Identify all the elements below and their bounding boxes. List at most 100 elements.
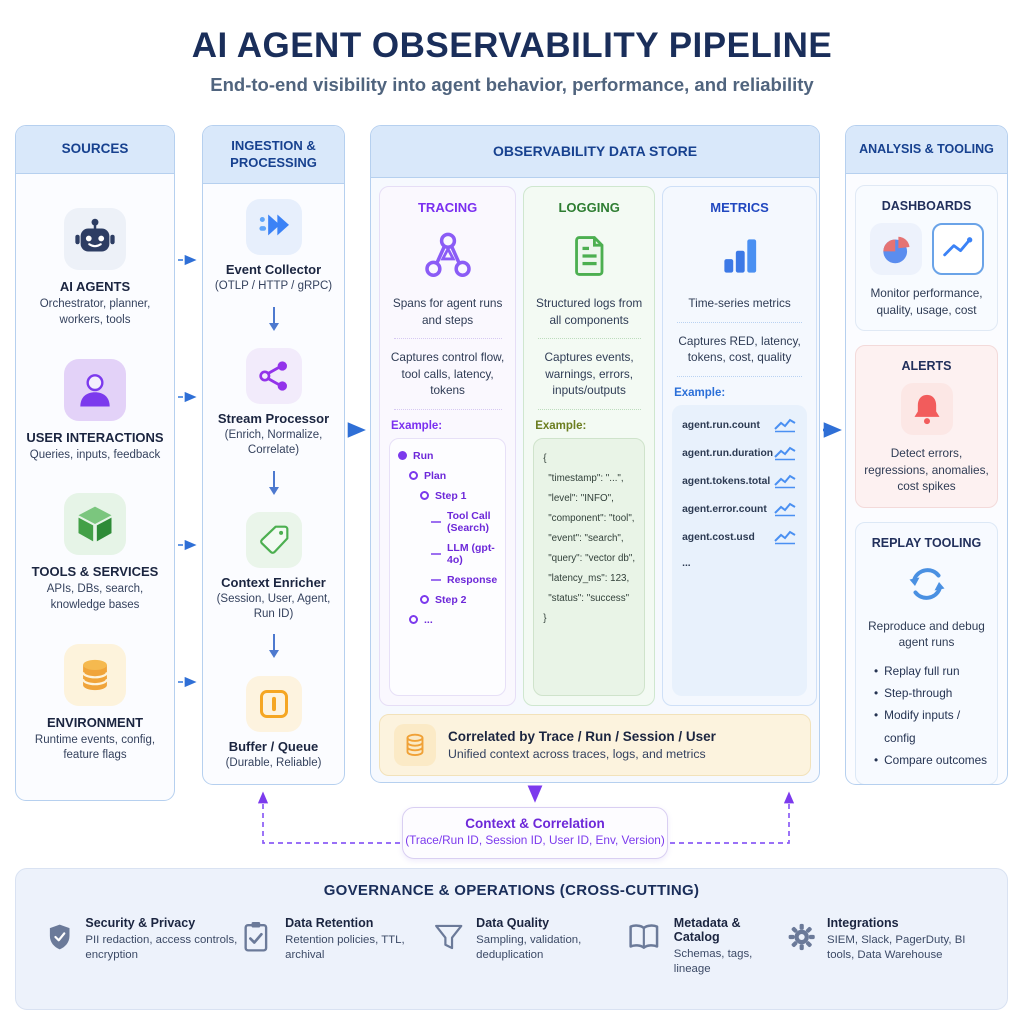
funnel-icon: [434, 924, 463, 950]
trace-span: Response: [398, 574, 497, 586]
bullet-item: •Step-through: [874, 682, 989, 704]
line-chart-icon: [931, 223, 984, 275]
sparkline-icon: [774, 446, 796, 460]
governance-section: GOVERNANCE & OPERATIONS (CROSS-CUTTING) …: [15, 868, 1008, 1010]
gov-integrations: Integrations SIEM, Slack, PagerDuty, BI …: [786, 916, 979, 978]
json-line: "level": "INFO",: [548, 492, 614, 504]
divider: [537, 338, 641, 340]
bell-icon: [900, 383, 953, 436]
alerts-desc: Detect errors, regressions, anomalies, c…: [864, 446, 989, 494]
step-desc: (OTLP / HTTP / gRPC): [214, 280, 333, 293]
gov-item-desc: Retention policies, TTL, archival: [285, 934, 405, 962]
replay-bullets: •Replay full run •Step-through •Modify i…: [874, 660, 989, 772]
logging-title: LOGGING: [558, 200, 620, 215]
correlation-bar: Correlated by Trace / Run / Session / Us…: [379, 714, 811, 776]
divider: [393, 338, 502, 340]
metrics-desc1: Time-series metrics: [688, 296, 791, 310]
logging-desc2: Captures events, warnings, errors, input…: [544, 350, 634, 398]
step-desc: (Session, User, Agent, Run ID): [216, 592, 331, 620]
source-ai-agents: AI AGENTS Orchestrator, planner, workers…: [22, 208, 168, 328]
metric-row: agent.cost.usd: [682, 530, 797, 545]
gov-item-desc: PII redaction, access controls, encrypti…: [85, 934, 238, 962]
context-subtitle: (Trace/Run ID, Session ID, User ID, Env,…: [405, 833, 665, 847]
span-label: ...: [424, 613, 433, 626]
page-header: AI AGENT OBSERVABILITY PIPELINE End-to-e…: [0, 26, 1024, 96]
down-arrow-icon: [267, 633, 281, 664]
gov-item-desc: Sampling, validation, deduplication: [476, 934, 582, 962]
gov-item-title: Data Retention: [285, 916, 374, 930]
span-label: Run: [413, 449, 434, 462]
database-icon: [64, 643, 126, 706]
logging-panel: LOGGING Structured logs from all compone…: [523, 186, 656, 706]
governance-title: GOVERNANCE & OPERATIONS (CROSS-CUTTING): [323, 882, 700, 899]
step-desc: (Durable, Reliable): [225, 756, 322, 769]
gov-security-privacy: Security & Privacy PII redaction, access…: [44, 916, 237, 978]
metric-name: agent.cost.usd: [682, 531, 755, 543]
datastore-header: OBSERVABILITY DATA STORE: [371, 126, 819, 178]
alerts-title: ALERTS: [901, 359, 952, 374]
source-desc: Queries, inputs, feedback: [29, 448, 161, 461]
json-line: "component": "tool",: [548, 512, 635, 524]
dashboards-desc: Monitor performance, quality, usage, cos…: [870, 286, 983, 317]
tracing-example-tree: Run Plan Step 1 Tool Call (Search) LLM (…: [389, 437, 507, 696]
datastore-column: OBSERVABILITY DATA STORE TRACING Spans f…: [370, 125, 820, 783]
span-node-icon: [420, 491, 429, 501]
span-node-icon: [431, 520, 441, 523]
sources-items: AI AGENTS Orchestrator, planner, workers…: [16, 174, 174, 800]
gov-metadata-catalog: Metadata & Catalog Schemas, tags, lineag…: [624, 916, 786, 978]
dashboards-title: DASHBOARDS: [881, 199, 972, 213]
source-environment: ENVIRONMENT Runtime events, config, feat…: [22, 643, 168, 764]
datastore-body: TRACING Spans for agent runs and steps C…: [371, 178, 819, 782]
metric-row: agent.run.duration: [682, 446, 797, 461]
down-arrow-icon: [267, 306, 281, 337]
metric-name: ...: [682, 557, 691, 569]
database-outline-icon: [394, 724, 436, 766]
metrics-example-label: Example:: [674, 386, 726, 399]
span-node-icon: [431, 552, 441, 555]
fast-forward-icon: [245, 199, 302, 256]
metrics-desc2: Captures RED, latency, tokens, cost, qua…: [678, 333, 801, 365]
step-event-collector: Event Collector (OTLP / HTTP / gRPC): [208, 199, 340, 294]
divider: [677, 375, 802, 377]
source-desc: Orchestrator, planner, workers, tools: [39, 298, 151, 326]
tracing-example-label: Example:: [391, 419, 443, 432]
span-node-icon: [431, 578, 441, 581]
source-tools-services: TOOLS & SERVICES APIs, DBs, search, know…: [22, 493, 168, 613]
sparkline-icon: [774, 418, 796, 432]
clipboard-check-icon: [244, 922, 268, 952]
analysis-header: ANALYSIS & TOOLING: [846, 126, 1007, 174]
step-context-enricher: Context Enricher (Session, User, Agent, …: [208, 511, 340, 622]
buffer-icon: [245, 675, 302, 732]
replay-title: REPLAY TOOLING: [871, 535, 982, 550]
step-title: Event Collector: [225, 262, 322, 278]
divider: [677, 321, 802, 323]
gov-item-desc: Schemas, tags, lineage: [673, 948, 753, 976]
bullet-label: Step-through: [884, 686, 953, 701]
gov-item-title: Integrations: [827, 916, 899, 930]
sparkline-icon: [774, 474, 796, 488]
gov-item-title: Data Quality: [476, 916, 550, 930]
logging-desc1: Structured logs from all components: [536, 296, 643, 327]
step-stream-processor: Stream Processor (Enrich, Normalize, Cor…: [208, 348, 340, 458]
bar-chart-icon: [715, 225, 765, 287]
document-icon: [563, 225, 615, 287]
span-label: Step 2: [435, 593, 467, 606]
bullet-label: Replay full run: [884, 663, 960, 678]
span-label: Plan: [424, 469, 447, 482]
trace-span: Step 1: [398, 490, 497, 502]
json-line: }: [543, 613, 547, 625]
metric-name: agent.run.duration: [682, 447, 774, 459]
metric-row: agent.error.count: [682, 502, 797, 517]
metric-name: agent.run.count: [682, 419, 760, 431]
json-line: "timestamp": "...",: [548, 472, 624, 484]
tracing-desc1: Spans for agent runs and steps: [392, 296, 503, 327]
span-node-icon: [398, 451, 407, 461]
trace-span: Run: [398, 450, 497, 462]
trace-span: LLM (gpt-4o): [398, 542, 497, 566]
source-user-interactions: USER INTERACTIONS Queries, inputs, feedb…: [22, 358, 168, 464]
span-label: Tool Call (Search): [447, 509, 491, 534]
correlation-title: Correlated by Trace / Run / Session / Us…: [448, 729, 716, 744]
page-title: AI AGENT OBSERVABILITY PIPELINE: [191, 26, 833, 65]
share-icon: [245, 348, 302, 405]
source-title: TOOLS & SERVICES: [31, 564, 159, 580]
